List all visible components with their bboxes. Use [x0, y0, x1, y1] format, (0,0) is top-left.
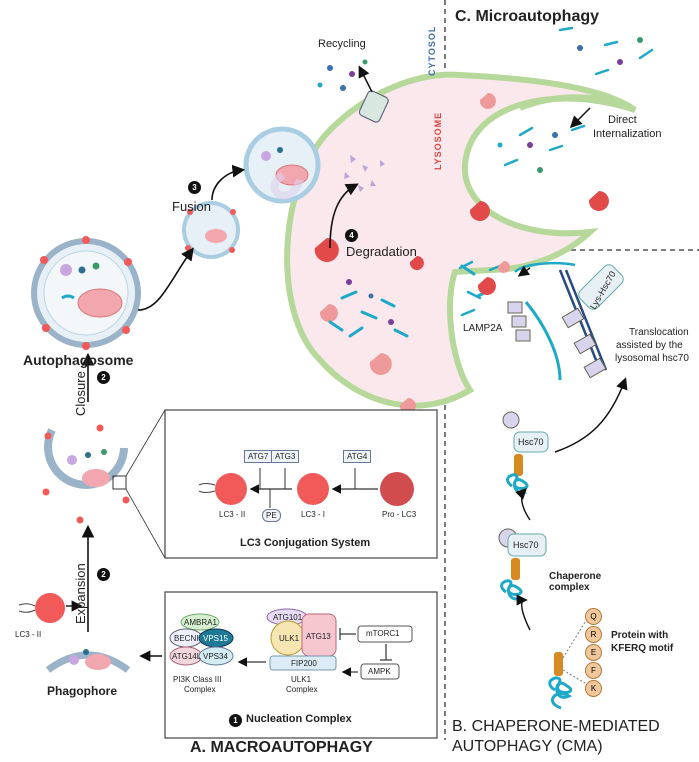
kferq-label-2: KFERQ motif [611, 643, 674, 654]
atg3-label: ATG3 [271, 450, 300, 463]
lc3-ii-box-label: LC3 - II [219, 510, 246, 519]
lysosome-shape [284, 71, 637, 409]
degraded-fragments [344, 155, 385, 192]
lysosome-dots [346, 279, 394, 325]
title-cma-1: B. CHAPERONE-MEDIATED [452, 718, 660, 735]
ulk1-label: ULK1 [279, 634, 300, 643]
fusion-label: Fusion [172, 199, 212, 214]
fip200-label: FIP200 [291, 659, 317, 668]
kferq-letter: Q [585, 608, 602, 625]
atg14l-label: ATG14L [172, 652, 202, 661]
pro-lc3-label: Pro - LC3 [382, 510, 417, 519]
atg13-label: ATG13 [306, 632, 331, 641]
step-1-badge: 1 [229, 714, 242, 727]
chaperone-complex-label: Chaperone complex [549, 571, 602, 593]
lc3-ii-left-label: LC3 - II [15, 630, 42, 639]
lamp2a-rects [507, 301, 531, 342]
step-4-badge: 4 [345, 229, 358, 242]
direct-label-1: Direct [608, 114, 637, 126]
lysosomal-enzymes [314, 93, 609, 414]
translocation-3: lysosomal hsc70 [615, 353, 689, 364]
lamp2a-label: LAMP2A [463, 323, 503, 334]
step-2b-badge: 2 [97, 568, 110, 581]
ambra1-label: AMBRA1 [184, 618, 217, 627]
direct-label-2: Internalization [593, 128, 662, 140]
pi3k-label-2: Complex [184, 685, 216, 694]
vps15-label: VPS15 [203, 634, 228, 643]
kferq-letter: K [585, 680, 602, 697]
step-2a-badge: 2 [97, 371, 110, 384]
ulk1-complex-2: Complex [286, 685, 318, 694]
expansion-label: Expansion [73, 563, 88, 624]
cytosol-label: CYTOSOL [427, 25, 437, 76]
ampk-label: AMPK [368, 667, 391, 676]
expanding-phagophore [44, 428, 128, 489]
hsc70-b-label: Hsc70 [513, 540, 539, 550]
kferq-letter: E [585, 644, 602, 661]
recycling-channel [358, 90, 389, 123]
hsc70-a-label: Hsc70 [518, 437, 544, 447]
atg101-label: ATG101 [273, 613, 303, 622]
translocation-2: assisted by the [616, 340, 683, 351]
kferq-letter: R [585, 626, 602, 643]
atg4-label: ATG4 [343, 450, 372, 463]
pi3k-label-1: PI3K Class III [173, 675, 222, 684]
recycled-particles [317, 59, 368, 91]
hsc70-b-box [507, 533, 547, 557]
lysosome-membrane-cma [524, 301, 562, 381]
phagophore-shape [45, 651, 131, 673]
translocation-1: Translocation [629, 327, 689, 338]
lc3-box-title: LC3 Conjugation System [240, 537, 371, 549]
closure-label: Closure [73, 371, 88, 416]
lysosome-label: LYSOSOME [433, 111, 443, 170]
atg7-label: ATG7 [244, 450, 273, 463]
autophagosome-label: Autophagosome [23, 352, 134, 368]
fusing-vesicle [243, 126, 321, 204]
lys-hsc70-box [578, 264, 624, 310]
title-micro: C. Microautophagy [455, 8, 600, 25]
vps34-label: VPS34 [203, 652, 228, 661]
mtorc1-label: mTORC1 [366, 629, 400, 638]
lc3-i-box-label: LC3 - I [301, 510, 326, 519]
pe-label: PE [262, 509, 281, 522]
hsc70-a-box [513, 431, 549, 453]
ulk1-complex-1: ULK1 [291, 675, 312, 684]
becn1-label: BECNI [174, 634, 199, 643]
step-3-badge: 3 [188, 181, 201, 194]
degradation-label: Degradation [346, 244, 417, 259]
lc3-ii-left-dot [35, 593, 65, 623]
phagophore-label: Phagophore [47, 684, 118, 698]
kferq-letter: F [585, 662, 602, 679]
nucleation-title: Nucleation Complex [246, 713, 352, 725]
title-cma-2: AUTOPHAGY (CMA) [452, 738, 603, 755]
kferq-label-1: Protein with [611, 630, 669, 641]
recycling-label: Recycling [318, 38, 366, 50]
title-macro: A. MACROAUTOPHAGY [190, 739, 373, 756]
